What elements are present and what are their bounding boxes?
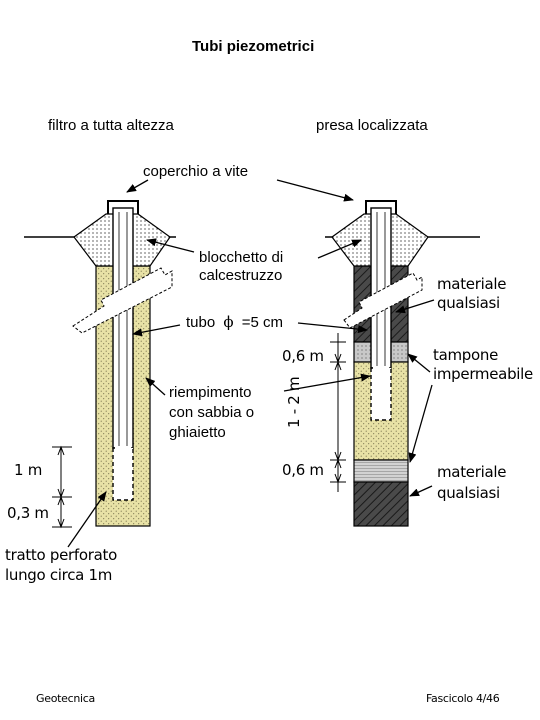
arrow-concrete-left: [146, 238, 195, 253]
arrow-seal-top: [407, 353, 431, 373]
seal-label-line1: tampone: [433, 346, 499, 364]
break-line-right: [343, 272, 423, 329]
any-material-top-line1: materiale: [437, 275, 507, 293]
perforated-label-line2: lungo circa 1m: [5, 566, 113, 584]
pipe-left-perforated: [112, 447, 134, 501]
dim-bottom-label: 0,6 m: [282, 461, 324, 479]
fill-label-line2: con sabbia o: [169, 404, 255, 421]
dim-03m-label: 0,3 m: [7, 504, 49, 522]
arrow-cap-left: [126, 179, 149, 193]
left-heading: filtro a tutta altezza: [48, 117, 174, 134]
concrete-label-line2: calcestruzzo: [199, 267, 283, 284]
break-line-left: [72, 267, 173, 334]
concrete-label-line1: blocchetto di: [199, 249, 284, 266]
seal-bottom: [353, 459, 409, 483]
dim-mid-label: 1 - 2 m: [285, 376, 303, 428]
fill-label-line1: riempimento: [169, 384, 252, 401]
left-piezometer: [24, 200, 176, 527]
arrow-fill-left: [145, 377, 166, 396]
arrow-cap-right: [276, 179, 354, 202]
any-material-bottom-line2: qualsiasi: [437, 484, 500, 502]
arrow-material-bottom: [409, 485, 433, 497]
screw-cap-left: [107, 200, 139, 214]
dim-1m-label: 1 m: [14, 461, 43, 479]
footer-left: Geotecnica: [36, 692, 95, 705]
fill-label-line3: ghiaietto: [169, 424, 226, 441]
screw-cap-right: [365, 200, 397, 214]
dimension-lines: [52, 333, 346, 529]
leader-arrows: [67, 179, 435, 548]
dim-top-label: 0,6 m: [282, 347, 324, 365]
arrow-fill-right: [283, 373, 371, 392]
footer-right: Fascicolo 4/46: [426, 692, 500, 705]
pipe-label-value: =5 cm: [241, 314, 284, 331]
pipe-label-prefix: tubo: [186, 314, 216, 331]
arrow-pipe-left: [132, 324, 181, 337]
dark-material-bottom: [353, 481, 409, 527]
arrow-pipe-right: [297, 322, 368, 334]
cap-label: coperchio a vite: [143, 163, 249, 180]
page-title: Tubi piezometrici: [192, 38, 315, 55]
pipe-diameter-symbol: ϕ: [223, 313, 234, 331]
perforated-label-line1: tratto perforato: [5, 546, 117, 564]
any-material-top-line2: qualsiasi: [437, 294, 500, 312]
pipe-label: tubo ϕ =5 cm: [186, 313, 284, 331]
seal-label-line2: impermeabile: [433, 365, 533, 383]
arrow-perforated: [67, 491, 107, 548]
arrow-seal-bottom: [408, 384, 433, 463]
arrow-material-top: [395, 299, 435, 314]
pipe-right-perforated: [370, 367, 392, 421]
arrow-concrete-right: [317, 239, 362, 259]
right-heading: presa localizzata: [316, 117, 428, 134]
any-material-bottom-line1: materiale: [437, 463, 507, 481]
pipe-left: [112, 207, 134, 449]
right-piezometer: [325, 200, 480, 527]
